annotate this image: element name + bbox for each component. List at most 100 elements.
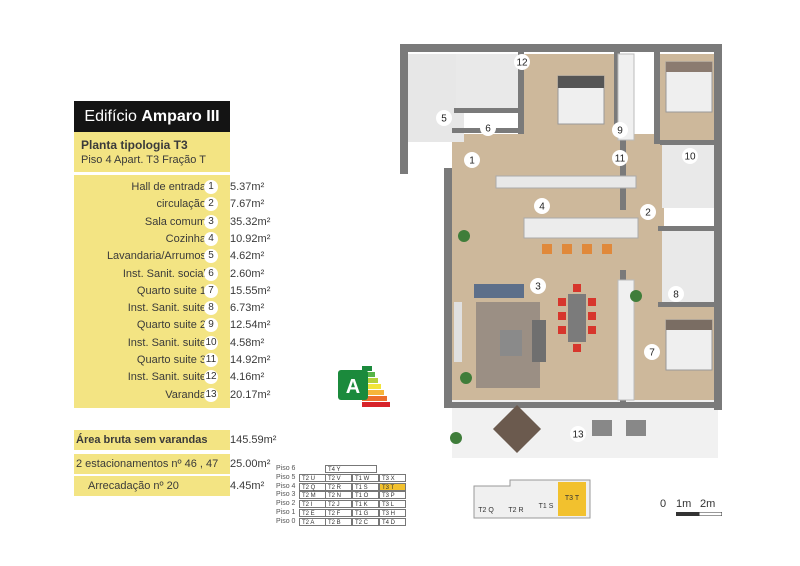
typology-title: Planta tipologia T3 xyxy=(81,138,188,152)
floor-unit-cell: T3 L xyxy=(379,500,406,509)
energy-scale-bar xyxy=(362,384,381,389)
room-name: Hall de entrada xyxy=(131,181,206,193)
bar-stools xyxy=(542,244,612,254)
room-name: Quarto suite 2 xyxy=(136,319,206,332)
storage-value: 4.45m² xyxy=(230,480,265,492)
plant-1 xyxy=(458,230,470,242)
room-marker xyxy=(570,426,586,442)
room-marker-label: 7 xyxy=(649,348,655,359)
energy-scale-bar xyxy=(362,390,384,395)
room-number-badge: 3 xyxy=(204,214,218,229)
floor-unit-cell: T2 M xyxy=(299,491,326,500)
sofa-grey xyxy=(532,320,546,362)
floor-unit-cell: T1 G xyxy=(352,509,379,517)
room-area: 4.62m² xyxy=(230,250,265,263)
energy-rating-icon: A xyxy=(338,366,390,407)
unit-description: Piso 4 Apart. T3 Fração T xyxy=(81,154,206,166)
floor-unit-cell: T2 A xyxy=(299,517,326,526)
room-marker xyxy=(644,344,660,360)
building-name: Amparo III xyxy=(141,108,220,125)
room-marker-label: 11 xyxy=(615,154,626,165)
room-name: Inst. Sanit. suite xyxy=(127,302,206,315)
scale-label: 0 xyxy=(660,498,667,510)
gross-area-value: 145.59m² xyxy=(230,434,277,446)
energy-scale-bar xyxy=(362,372,375,377)
plant-3 xyxy=(630,290,642,302)
floor-label: Piso 5 xyxy=(276,473,296,481)
room-marker-label: 4 xyxy=(539,202,545,213)
room-name: circulação xyxy=(156,198,206,211)
scale-label: 2m xyxy=(700,498,716,510)
floor-unit-cell: T3 X xyxy=(379,473,406,482)
room-area: 6.73m² xyxy=(230,302,265,315)
floor-unit-cell: T1 K xyxy=(352,500,379,509)
coffee-table xyxy=(500,330,522,356)
storage-bar xyxy=(74,476,230,496)
room-area: 12.54m² xyxy=(230,319,271,332)
room-number-badge: 9 xyxy=(204,318,218,333)
bed-11-headboard xyxy=(558,76,604,88)
floor-label: Piso 6 xyxy=(276,465,296,472)
storage-label: Arrecadação nº 20 xyxy=(88,480,179,492)
room-name: Lavandaria/Arrumos xyxy=(106,250,206,263)
room-marker-label: 2 xyxy=(645,208,651,219)
room-name: Cozinha xyxy=(165,232,206,245)
energy-badge xyxy=(338,370,368,400)
energy-scale-bar xyxy=(362,402,390,407)
energy-label: A xyxy=(346,376,360,398)
varanda-chair-2 xyxy=(626,420,646,436)
room-marker xyxy=(612,150,628,166)
floor-unit-cell: T3 T xyxy=(379,482,406,491)
room-number-badge: 12 xyxy=(204,370,218,385)
bed-7-headboard xyxy=(666,320,712,330)
energy-scale-bar xyxy=(362,396,387,401)
varanda-floor xyxy=(452,400,718,458)
room-number-badge: 4 xyxy=(204,231,218,246)
key-plan-label: T2 Q xyxy=(478,507,494,514)
room-area: 14.92m² xyxy=(230,354,271,366)
room-area: 5.37m² xyxy=(230,181,265,193)
floor-label: Piso 1 xyxy=(276,509,296,516)
room-marker xyxy=(464,152,480,168)
room-name: Quarto suite 1 xyxy=(136,284,206,297)
wardrobe-7 xyxy=(617,279,635,401)
room-marker-label: 6 xyxy=(485,124,491,135)
room-area: 15.55m² xyxy=(230,284,271,297)
laundry-floor xyxy=(402,54,464,142)
energy-scale-bar xyxy=(362,378,378,383)
room-marker xyxy=(480,120,496,136)
room-area: 7.67m² xyxy=(230,198,265,211)
scale-bar xyxy=(676,512,722,516)
bed-9-headboard xyxy=(666,62,712,72)
room-marker-label: 3 xyxy=(535,282,541,293)
room-marker-label: 1 xyxy=(469,156,475,167)
floor-unit-cell: T4 D xyxy=(379,517,406,526)
room-number-badge: 10 xyxy=(204,335,218,350)
floor-unit-cell: T2 N xyxy=(325,491,352,500)
room-area: 20.17m² xyxy=(230,388,271,401)
kitchen-counter xyxy=(495,175,637,189)
room-number-badge: 2 xyxy=(204,197,218,212)
room-name: Varanda xyxy=(165,388,206,401)
kitchen-island xyxy=(523,217,639,239)
room-number-badge: 11 xyxy=(204,353,218,367)
floor-unit-cell: T2 Q xyxy=(299,482,326,491)
floor-label: Piso 3 xyxy=(276,491,296,499)
floor-unit-cell: T2 I xyxy=(299,500,326,509)
room-number-badge: 6 xyxy=(204,266,218,281)
floor-label: Piso 0 xyxy=(276,517,296,525)
dining-table xyxy=(568,294,586,342)
room-marker xyxy=(612,122,628,138)
sofa-blue xyxy=(474,284,524,298)
floor-unit-cell: T2 R xyxy=(325,482,352,491)
wardrobe-9 xyxy=(617,53,635,141)
key-plan-label: T2 R xyxy=(508,507,523,514)
key-plan-label: T3 T xyxy=(565,495,580,502)
room-name: Inst. Sanit. social xyxy=(122,267,206,280)
gross-area-label: Área bruta sem varandas xyxy=(76,434,208,446)
parking-bar xyxy=(74,454,230,474)
floor-unit-cell: T2 J xyxy=(325,500,352,509)
